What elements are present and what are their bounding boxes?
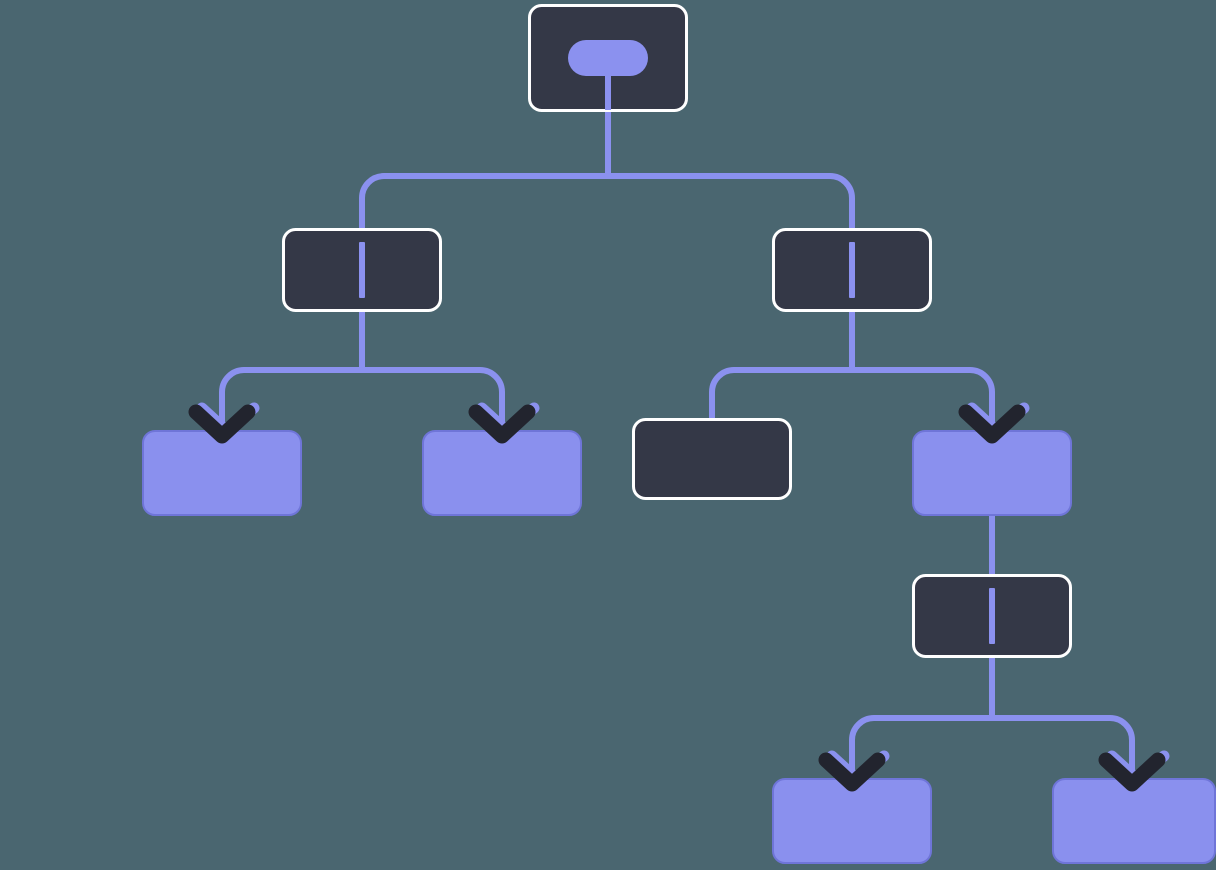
branch-node-right-through-line bbox=[849, 242, 855, 298]
root-pill-shape bbox=[568, 40, 648, 76]
edge-right-branch-to-children-limb-left bbox=[709, 367, 855, 433]
edge-sub-branch-to-leaves-limb-right bbox=[989, 715, 1135, 781]
leaf-node-f-arrowhead-head bbox=[1098, 752, 1166, 792]
leaf-node-d-arrowhead-head bbox=[958, 404, 1026, 444]
leaf-node-a-arrowhead-head bbox=[188, 404, 256, 444]
edges-layer bbox=[219, 109, 1135, 781]
nodes-layer bbox=[142, 4, 1216, 864]
leaf-node-b-arrowhead bbox=[468, 402, 540, 444]
root-node[interactable] bbox=[528, 4, 688, 112]
leaf-node-b-surface[interactable] bbox=[422, 430, 582, 516]
edge-left-branch-to-leaves-limb-right bbox=[359, 367, 505, 433]
leaf-node-a-surface[interactable] bbox=[142, 430, 302, 516]
terminal-node-c-surface[interactable] bbox=[632, 418, 792, 500]
through-lines-layer bbox=[359, 242, 995, 644]
edge-right-branch-to-children-limb-right bbox=[849, 367, 995, 433]
leaf-node-a[interactable] bbox=[142, 430, 302, 516]
leaf-node-b[interactable] bbox=[422, 430, 582, 516]
branch-node-left-through-line bbox=[359, 242, 365, 298]
edge-sub-branch-to-leaves-limb-left bbox=[849, 715, 995, 781]
edge-root-to-branches-limb-right bbox=[605, 173, 855, 231]
leaf-node-e-arrowhead-head bbox=[818, 752, 886, 792]
leaf-node-e[interactable] bbox=[772, 778, 932, 864]
leaf-node-e-surface[interactable] bbox=[772, 778, 932, 864]
edge-root-to-branches-limb-left bbox=[359, 173, 611, 231]
leaf-node-a-arrowhead bbox=[188, 402, 260, 444]
leaf-node-f-surface[interactable] bbox=[1052, 778, 1216, 864]
leaf-node-d-arrowhead bbox=[958, 402, 1030, 444]
sub-branch-node-through-line bbox=[989, 588, 995, 644]
leaf-node-f-arrowhead bbox=[1098, 750, 1170, 792]
leaf-node-e-arrowhead bbox=[818, 750, 890, 792]
edge-left-branch-to-leaves-limb-left bbox=[219, 367, 365, 433]
root-pill-stem bbox=[605, 74, 611, 110]
leaf-node-d[interactable] bbox=[912, 430, 1072, 516]
leaf-node-f[interactable] bbox=[1052, 778, 1216, 864]
leaf-node-d-surface[interactable] bbox=[912, 430, 1072, 516]
arrowheads-layer bbox=[188, 402, 1170, 792]
leaf-node-b-arrowhead-head bbox=[468, 404, 536, 444]
terminal-node-c[interactable] bbox=[632, 418, 792, 500]
